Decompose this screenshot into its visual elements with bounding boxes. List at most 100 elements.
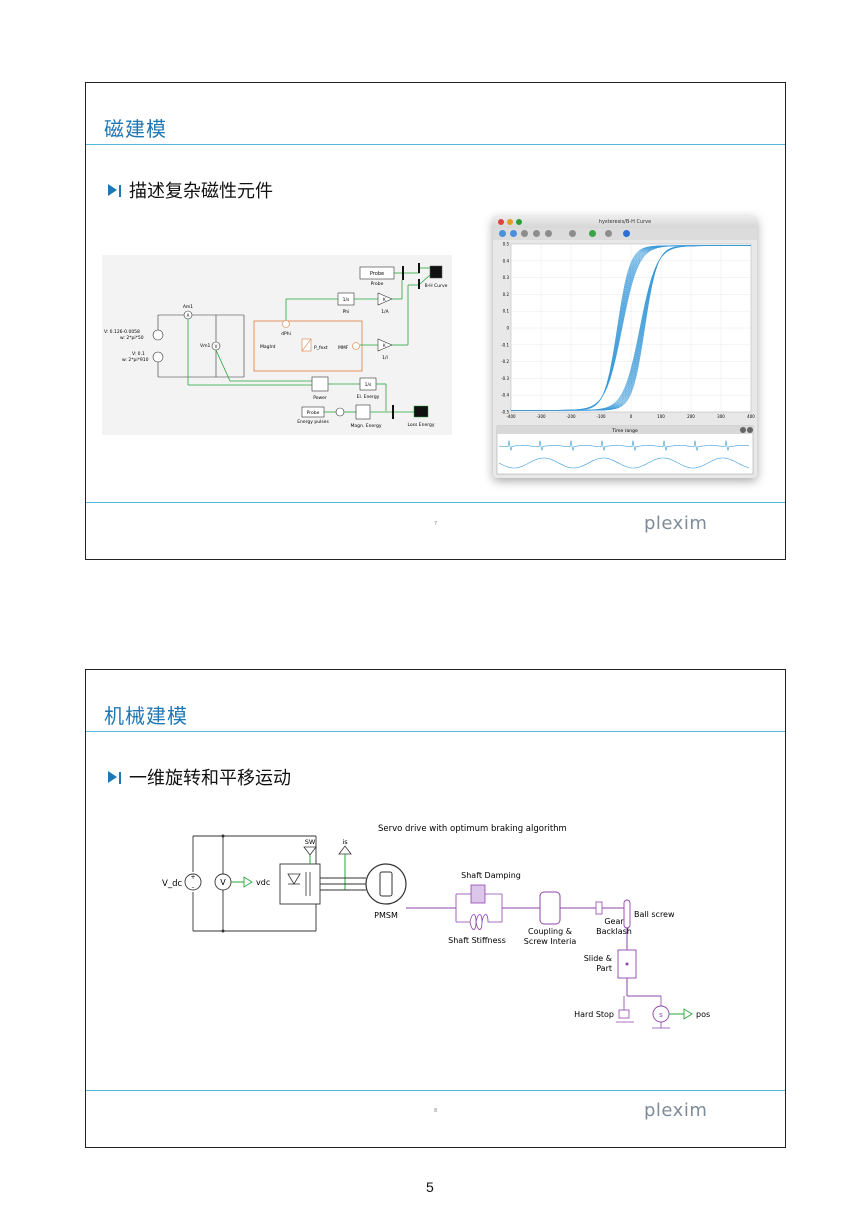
servo-drive-schematic: Servo drive with optimum braking algorit… (162, 824, 710, 1029)
plexim-logo: plexim (644, 513, 708, 534)
svg-text:V: V (215, 344, 218, 349)
shaft-stiffness-label: Shaft Stiffness (448, 936, 506, 945)
vdc-output-label: vdc (256, 878, 270, 887)
slide-title: 机械建模 (104, 704, 188, 728)
magn-energy-label: Magn. Energy (351, 423, 382, 429)
bullet-item: 一维旋转和平移运动 (108, 764, 291, 790)
el-energy-caption: El. Energy (357, 394, 380, 400)
zoom-window-icon[interactable] (516, 219, 522, 225)
svg-text:–: – (192, 884, 195, 891)
y-tick-label: -0.2 (501, 359, 509, 364)
time-range-settings-icon[interactable] (740, 427, 746, 433)
time-range-close-icon[interactable] (747, 427, 753, 433)
probe-caption: Probe (371, 281, 384, 287)
x-tick-label: 400 (747, 414, 755, 419)
scope-window-title: hysteresis/B-H Curve (598, 219, 652, 225)
y-tick-label: -0.5 (501, 410, 509, 415)
pos-label: pos (696, 1010, 710, 1019)
slide-magnetic-modeling: 磁建模 描述复杂磁性元件 Probe Probe B-H Curve 1/s P… (85, 82, 786, 560)
y-tick-label: 0.4 (503, 258, 510, 263)
help-icon[interactable] (623, 230, 630, 237)
slide-page-number: 8 (434, 1108, 438, 1114)
y-tick-label: 0.2 (503, 292, 510, 297)
magnetic-schematic: Probe Probe B-H Curve 1/s Phi K 1/A K 1/… (102, 255, 452, 435)
print-icon[interactable] (605, 230, 612, 237)
time-range-lower-trace (498, 457, 750, 469)
mmf-label: MMF (338, 345, 349, 351)
slide-label-2: Part (596, 964, 612, 973)
bh-curve-plot: 0.5 0.4 0.3 0.2 0.1 0 -0.1 -0.2 -0.3 -0.4 -0.5 -40… (493, 240, 757, 478)
source1-line2: w: 2*pi*50 (120, 335, 144, 341)
schematic-caption: Servo drive with optimum braking algorit… (378, 824, 567, 834)
ammeter-label: Am1 (183, 304, 193, 310)
y-tick-label: 0 (506, 326, 509, 331)
document-page-number: 5 (426, 1179, 434, 1195)
el-energy-integrator-label: 1/s (365, 382, 372, 388)
xy-icon[interactable] (569, 230, 576, 237)
slide-label-1: Slide & (584, 954, 612, 963)
hysteresis-loop (511, 245, 751, 411)
back-icon[interactable] (499, 230, 506, 237)
coupling-label-2: Screw Interia (524, 937, 577, 946)
y-tick-label: -0.1 (501, 342, 509, 347)
x-tick-label: -200 (566, 414, 576, 419)
bullet-arrow-icon (108, 184, 117, 196)
svg-text:s: s (659, 1011, 663, 1019)
gain1-caption: 1/A (381, 309, 389, 315)
y-tick-label: 0.1 (503, 309, 510, 314)
svg-text:V: V (220, 878, 226, 887)
bullet-item: 描述复杂磁性元件 (108, 177, 273, 203)
time-range-upper-trace (498, 440, 750, 451)
title-rule (86, 731, 785, 732)
bh-curve-label: B-H Curve (425, 283, 448, 289)
y-tick-label: 0.3 (503, 275, 510, 280)
slide-title: 磁建模 (104, 117, 167, 141)
slide-mechanical-modeling: 机械建模 一维旋转和平移运动 Servo drive with optimum … (85, 669, 786, 1148)
zoom-icon[interactable] (521, 230, 528, 237)
pmsm-label: PMSM (374, 911, 398, 920)
loss-energy-label: Loss Energy (407, 422, 434, 428)
y-tick-label: -0.4 (501, 393, 509, 398)
x-tick-label: 100 (657, 414, 665, 419)
minimize-window-icon[interactable] (507, 219, 513, 225)
bullet-text: 描述复杂磁性元件 (129, 181, 273, 202)
hard-stop-label: Hard Stop (574, 1010, 614, 1019)
magint-label: MagInt (260, 344, 276, 350)
x-tick-label: 0 (630, 414, 633, 419)
phi-integrator-label: 1/s (343, 297, 350, 303)
bullet-bar-icon (119, 185, 121, 197)
gear-label-1: Gear (604, 917, 624, 926)
ball-screw-label: Ball screw (634, 910, 675, 919)
y-tick-label: 0.5 (503, 242, 510, 247)
gain2-caption: 1/l (382, 355, 388, 361)
energy-pulses-label: Energy pulses (297, 419, 329, 425)
scope-title-bar: hysteresis/B-H Curve (493, 216, 757, 228)
source2-line1: V: 0.1 (132, 351, 145, 357)
bullet-arrow-icon (108, 771, 117, 783)
footer-rule (86, 502, 785, 503)
bullet-bar-icon (119, 772, 121, 784)
source1-line1: V: 0.126-0.0058 (104, 329, 140, 335)
svg-text:A: A (187, 313, 190, 318)
zoom-box-icon[interactable] (533, 230, 540, 237)
vdc-source-label: V_dc (162, 879, 182, 889)
is-label: is (342, 838, 348, 846)
plexim-logo: plexim (644, 1100, 708, 1121)
time-range-label: Time range (611, 428, 638, 434)
close-window-icon[interactable] (498, 219, 504, 225)
forward-icon[interactable] (510, 230, 517, 237)
probe-block-label: Probe (370, 271, 384, 277)
svg-text:+: + (190, 874, 195, 881)
y-tick-label: -0.3 (501, 376, 509, 381)
fit-icon[interactable] (545, 230, 552, 237)
x-tick-label: -400 (506, 414, 516, 419)
sw-label: SW (305, 838, 316, 846)
source2-line2: w: 2*pi*910 (122, 357, 149, 363)
probe2-label: Probe (307, 410, 320, 416)
footer-rule (86, 1090, 785, 1091)
voltmeter-label: Vm1 (200, 343, 210, 349)
gain2-label: K (383, 343, 386, 348)
bullet-text: 一维旋转和平移运动 (129, 768, 291, 789)
x-tick-label: 300 (717, 414, 725, 419)
export-icon[interactable] (589, 230, 596, 237)
